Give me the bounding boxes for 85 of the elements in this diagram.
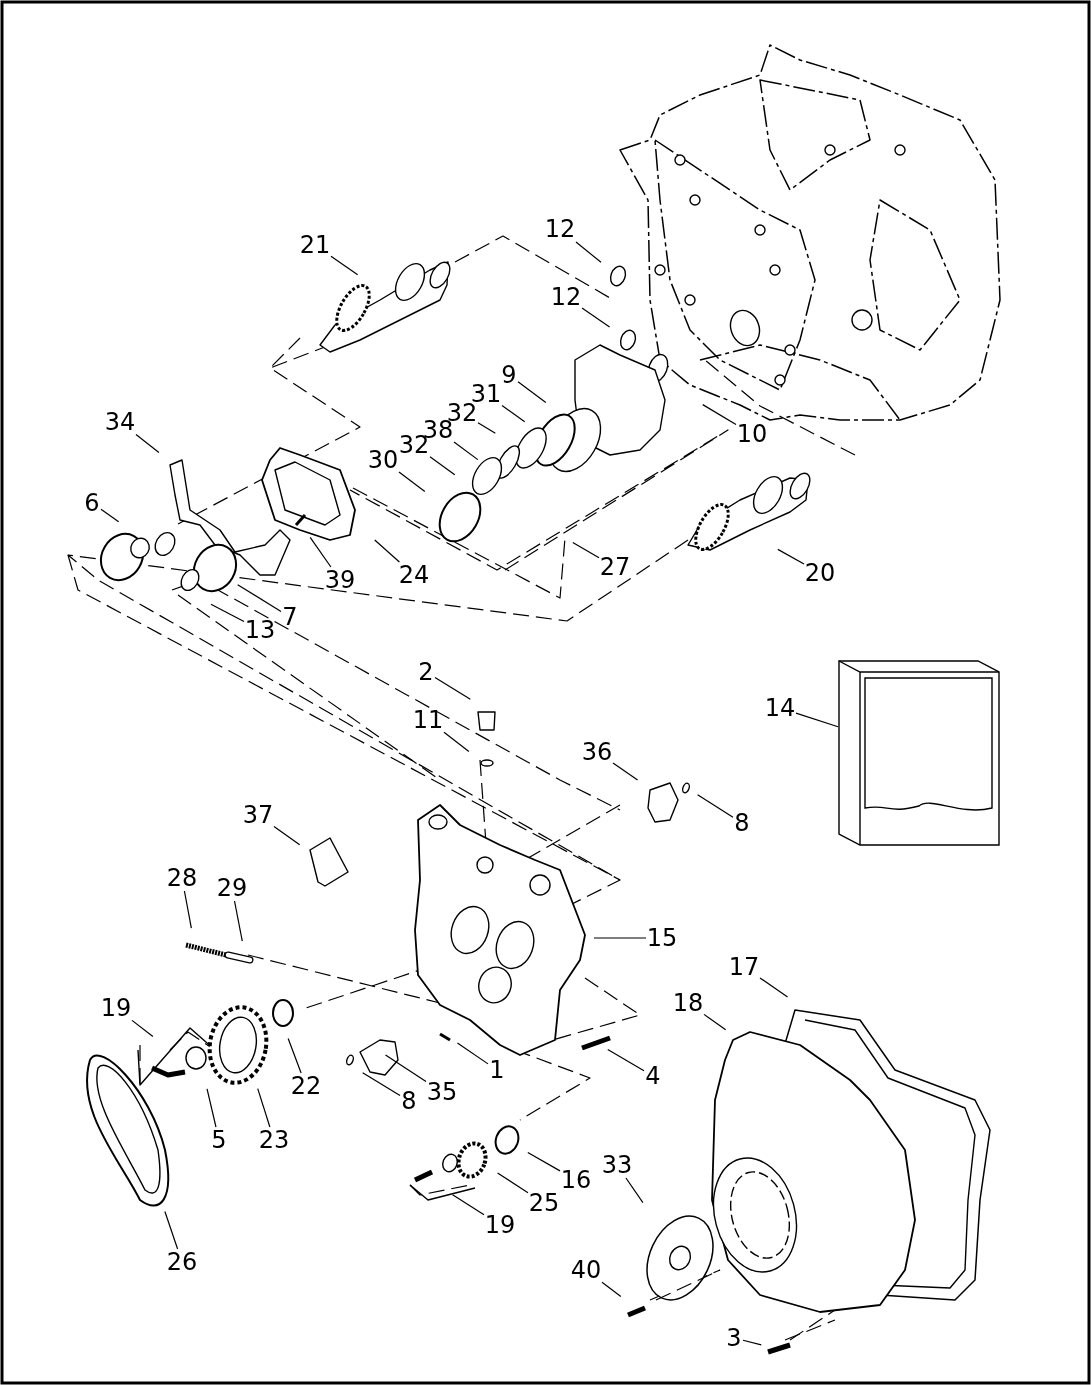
callout-number: 35 bbox=[426, 1080, 458, 1104]
callout-number: 39 bbox=[324, 568, 356, 592]
leader-line bbox=[581, 307, 611, 328]
callout-number: 5 bbox=[211, 1128, 227, 1152]
callout-number: 8 bbox=[734, 811, 750, 835]
leader-line bbox=[575, 241, 602, 263]
leader-line bbox=[206, 1088, 217, 1128]
leader-line bbox=[309, 536, 332, 568]
callout-number: 27 bbox=[599, 555, 631, 579]
callout-number: 17 bbox=[728, 955, 760, 979]
callout-number: 15 bbox=[646, 926, 678, 950]
callout-number: 18 bbox=[672, 991, 704, 1015]
callout-number: 2 bbox=[418, 660, 434, 684]
leader-line bbox=[607, 1048, 645, 1072]
callout-number: 26 bbox=[166, 1250, 198, 1274]
leader-line bbox=[496, 1172, 529, 1194]
leader-line bbox=[702, 404, 737, 426]
leader-line bbox=[453, 441, 479, 461]
callout-number: 19 bbox=[484, 1213, 516, 1237]
callout-number: 11 bbox=[412, 708, 444, 732]
callout-number: 24 bbox=[398, 563, 430, 587]
leader-line bbox=[625, 1177, 644, 1204]
callout-number: 14 bbox=[764, 696, 796, 720]
callout-number: 20 bbox=[804, 561, 836, 585]
callout-number: 1 bbox=[489, 1058, 505, 1082]
leader-line bbox=[287, 1037, 302, 1074]
callout-number: 25 bbox=[528, 1191, 560, 1215]
callout-number: 40 bbox=[570, 1258, 602, 1282]
leader-line bbox=[452, 1194, 485, 1216]
callout-number: 30 bbox=[367, 448, 399, 472]
callout-number: 21 bbox=[299, 233, 331, 257]
leader-line bbox=[477, 422, 496, 434]
leader-line bbox=[135, 433, 160, 454]
leader-line bbox=[612, 762, 639, 781]
callout-number: 16 bbox=[560, 1168, 592, 1192]
leader-line bbox=[429, 456, 456, 476]
callout-number: 36 bbox=[581, 740, 613, 764]
leader-line bbox=[593, 937, 647, 939]
leader-line bbox=[601, 1281, 622, 1298]
leader-line bbox=[233, 900, 243, 942]
callout-number: 6 bbox=[84, 491, 100, 515]
leader-line bbox=[100, 508, 120, 523]
callout-number: 34 bbox=[104, 410, 136, 434]
callout-number: 37 bbox=[242, 803, 274, 827]
leader-line bbox=[517, 381, 547, 404]
callout-number: 7 bbox=[282, 605, 298, 629]
callout-number: 3 bbox=[726, 1326, 742, 1350]
leader-line bbox=[795, 712, 839, 728]
leader-line bbox=[443, 731, 470, 753]
callout-number: 8 bbox=[401, 1089, 417, 1113]
callout-number: 10 bbox=[736, 422, 768, 446]
leader-line bbox=[572, 541, 600, 559]
leader-line bbox=[434, 676, 471, 700]
callout-number: 9 bbox=[501, 363, 517, 387]
leader-line bbox=[759, 977, 789, 998]
leader-line bbox=[330, 255, 359, 276]
leader-line bbox=[703, 1013, 727, 1031]
leader-line bbox=[164, 1210, 179, 1250]
leader-line bbox=[456, 1042, 489, 1065]
leader-line bbox=[210, 603, 245, 623]
leader-line bbox=[237, 584, 282, 613]
leader-line bbox=[742, 1339, 762, 1346]
leader-line bbox=[398, 471, 426, 493]
leader-line bbox=[257, 1088, 271, 1128]
parts-kit-box bbox=[838, 660, 1000, 846]
callout-number: 29 bbox=[216, 876, 248, 900]
leader-line bbox=[384, 1054, 427, 1083]
callout-number: 12 bbox=[550, 285, 582, 309]
leader-line bbox=[273, 825, 301, 846]
callout-number: 22 bbox=[290, 1074, 322, 1098]
leader-line bbox=[697, 794, 734, 818]
callout-number: 33 bbox=[601, 1153, 633, 1177]
callout-number: 13 bbox=[244, 618, 276, 642]
callout-number: 4 bbox=[645, 1064, 661, 1088]
leader-line bbox=[527, 1151, 561, 1172]
leader-line bbox=[777, 548, 805, 565]
leader-line bbox=[183, 890, 192, 929]
callout-number: 23 bbox=[258, 1128, 290, 1152]
callout-number: 19 bbox=[100, 996, 132, 1020]
leader-line bbox=[374, 539, 401, 563]
leader-line bbox=[362, 1072, 401, 1097]
callout-number: 28 bbox=[166, 866, 198, 890]
leader-line bbox=[501, 404, 526, 423]
callout-number: 12 bbox=[544, 217, 576, 241]
leader-line bbox=[131, 1019, 154, 1038]
